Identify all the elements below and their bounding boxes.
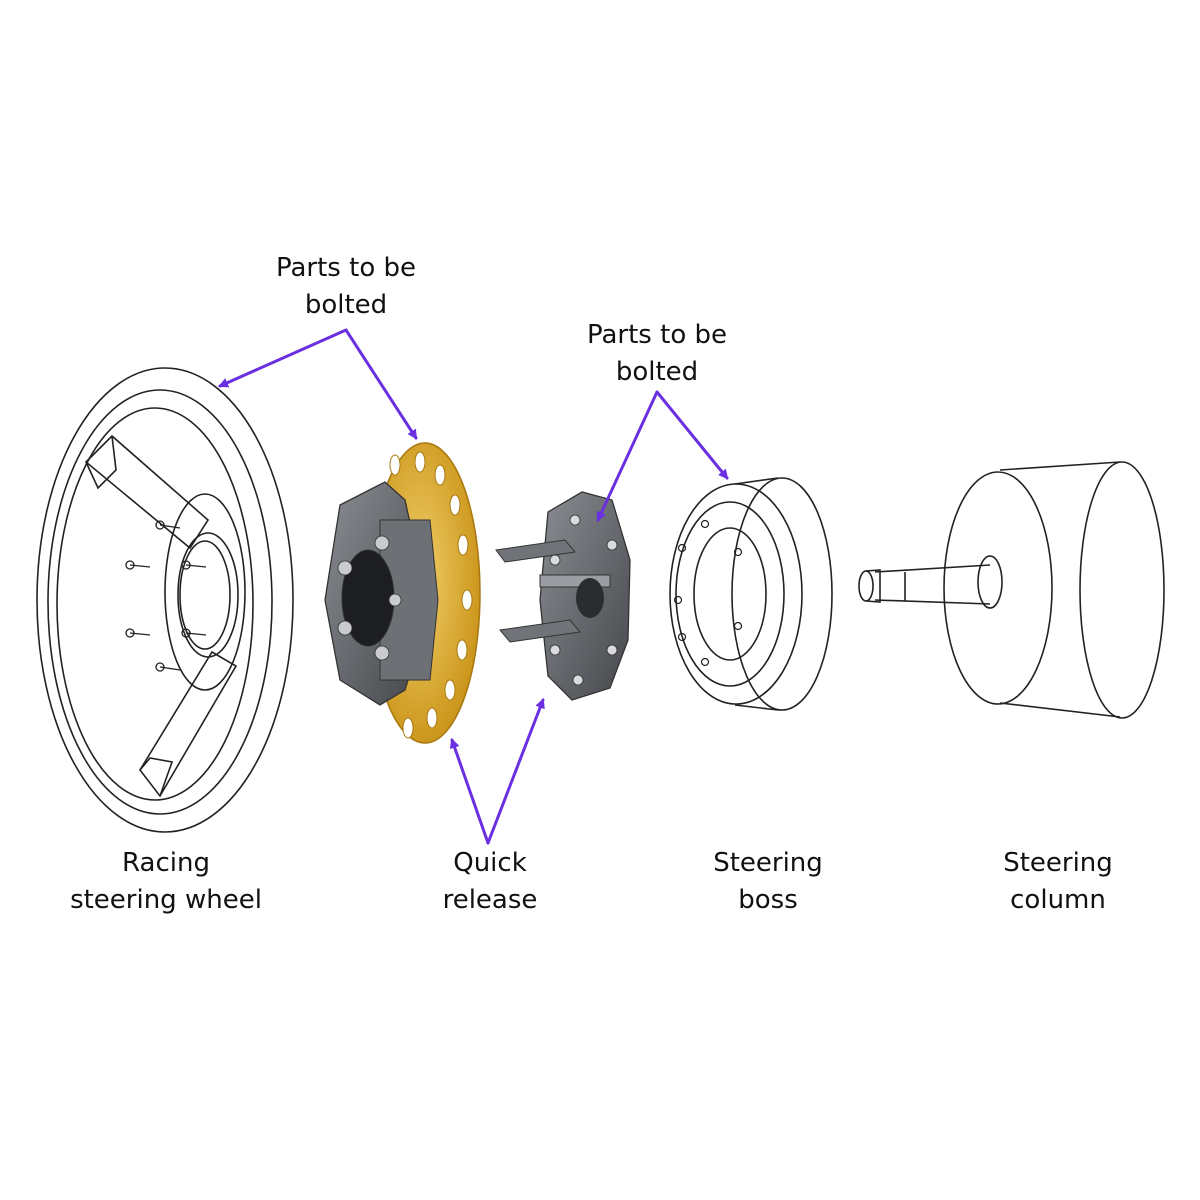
arrow-to-boss [655, 390, 729, 480]
annotation-left-line1: Parts to be [275, 253, 416, 283]
label-steering-boss-line2: boss [738, 885, 798, 915]
annotation-left-line2: bolted [304, 290, 388, 320]
label-racing-steering-wheel-line1: Racing [122, 848, 210, 878]
label-quick-release: Quick release [390, 845, 590, 919]
arrow-to-hub-plate [344, 328, 418, 440]
annotation-arrows [218, 328, 729, 845]
label-quick-release-line1: Quick [453, 848, 527, 878]
label-racing-steering-wheel-line2: steering wheel [70, 885, 262, 915]
racing-steering-wheel-drawing [36, 367, 294, 833]
steering-boss-drawing [669, 477, 833, 711]
steering-column-drawing [858, 461, 1165, 719]
label-quick-release-line2: release [442, 885, 538, 915]
wheel-bolt-icons [125, 520, 207, 672]
label-steering-boss: Steering boss [668, 845, 868, 919]
annotation-label-right: Parts to be bolted [547, 317, 767, 391]
label-racing-steering-wheel: Racing steering wheel [36, 845, 296, 919]
arrow-qr-right [486, 698, 545, 845]
quick-release-hub-drawing [324, 442, 481, 744]
arrow-qr-left [449, 738, 490, 845]
annotation-right-line2: bolted [615, 357, 699, 387]
arrow-to-adapter [596, 390, 659, 522]
quick-release-adapter-drawing [495, 491, 631, 701]
label-steering-column-line2: column [1010, 885, 1106, 915]
annotation-label-left: Parts to be bolted [236, 250, 456, 324]
label-steering-column: Steering column [958, 845, 1158, 919]
boss-bolt-holes [673, 519, 743, 667]
label-steering-boss-line1: Steering [713, 848, 823, 878]
arrow-to-wheel [218, 328, 348, 388]
annotation-right-line1: Parts to be [586, 320, 727, 350]
label-steering-column-line1: Steering [1003, 848, 1113, 878]
